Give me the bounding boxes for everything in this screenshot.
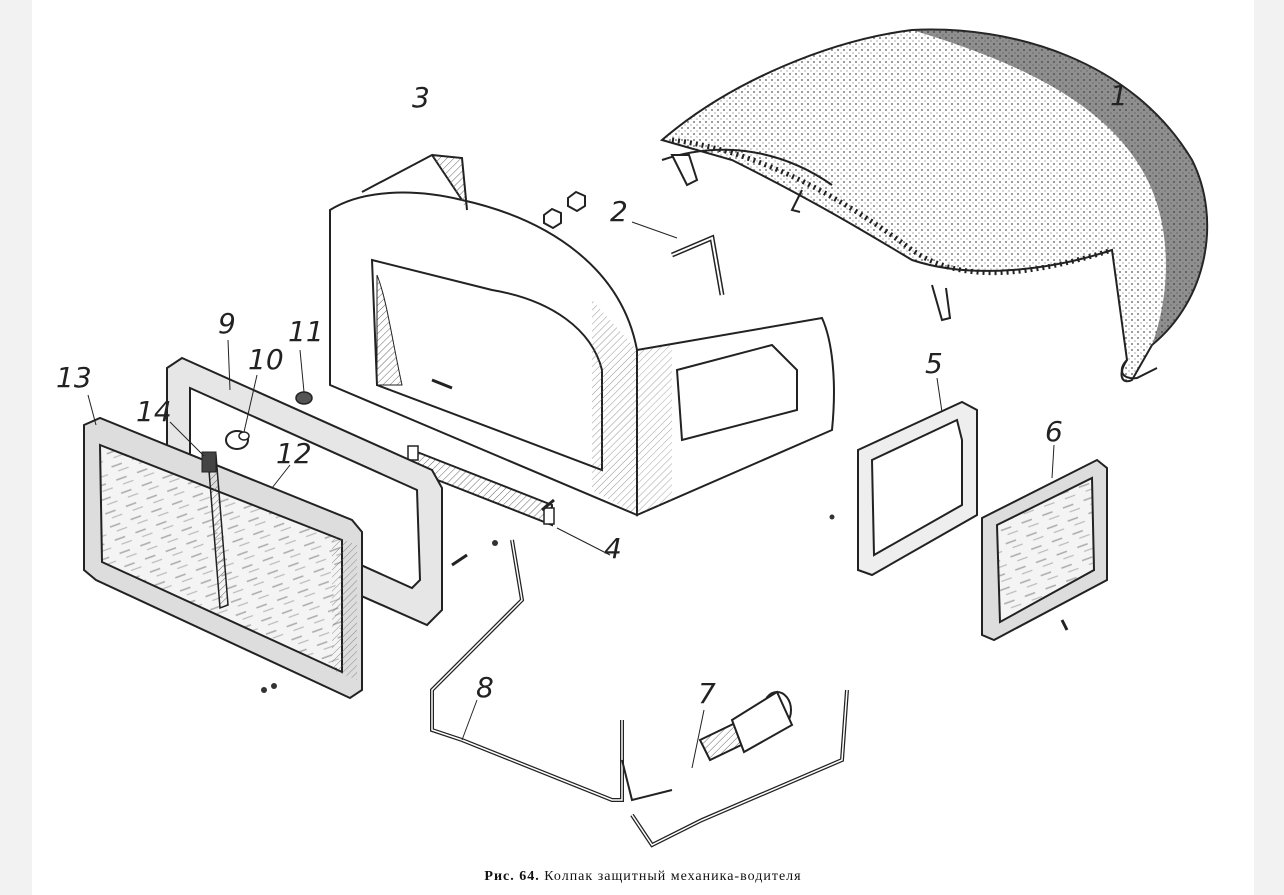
pin-part <box>671 234 725 296</box>
label-part-13: 13 <box>56 361 92 394</box>
caption-prefix: Рис. 64. <box>484 869 540 884</box>
knob-part <box>225 430 250 450</box>
label-part-12: 12 <box>276 437 312 470</box>
small-hardware <box>261 498 835 693</box>
front-panel <box>329 153 835 517</box>
label-part-5: 5 <box>925 347 943 380</box>
gasket-frame-5 <box>857 400 978 577</box>
washer-part <box>295 391 313 405</box>
caption-text: Колпак защитный механика-водителя <box>544 869 802 884</box>
label-part-9: 9 <box>218 307 236 340</box>
cover-shell <box>659 28 1209 383</box>
rods <box>430 539 849 848</box>
label-part-1: 1 <box>1110 79 1128 112</box>
figure-caption: Рис. 64. Колпак защитный механика-водите… <box>32 869 1254 885</box>
window-6 <box>981 458 1108 642</box>
label-part-7: 7 <box>698 677 716 710</box>
label-part-4: 4 <box>604 532 622 565</box>
wiper-part <box>201 451 229 610</box>
label-part-11: 11 <box>288 315 324 348</box>
label-part-14: 14 <box>136 395 172 428</box>
label-part-8: 8 <box>476 671 494 704</box>
label-part-6: 6 <box>1045 415 1063 448</box>
figure-page: 1 2 3 4 5 6 7 8 9 10 11 12 13 14 Рис. 64… <box>32 0 1254 895</box>
label-part-2: 2 <box>610 195 628 228</box>
label-part-10: 10 <box>248 343 284 376</box>
cylinder-part <box>698 690 794 762</box>
label-part-3: 3 <box>412 81 430 114</box>
exploded-diagram <box>83 28 1209 848</box>
